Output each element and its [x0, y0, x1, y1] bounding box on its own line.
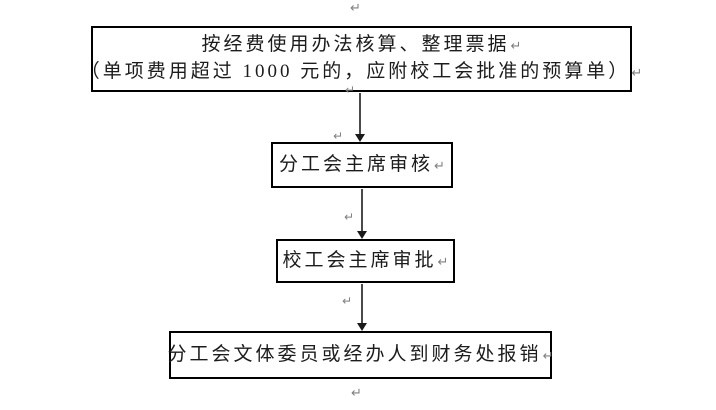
arrow-shaft — [359, 93, 361, 136]
flow-step-text-line2: （单项费用超过 1000 元的，应附校工会批准的预算单） — [80, 61, 631, 82]
paragraph-mark: ↵ — [351, 386, 362, 401]
flow-step-line: 按经费使用办法核算、整理票据↵ — [202, 32, 522, 59]
line-break-mark: ↵ — [437, 254, 449, 270]
arrowhead-down-icon — [357, 323, 367, 331]
flow-step-prepare-receipts[interactable]: 按经费使用办法核算、整理票据↵ （单项费用超过 1000 元的，应附校工会批准的… — [81, 26, 642, 92]
flow-step-text: 分工会主席审核 — [279, 153, 434, 175]
flow-step-branch-union-chair-review[interactable]: 分工会主席审核↵ — [271, 142, 453, 188]
paragraph-mark: ↵ — [333, 129, 344, 143]
paragraph-mark: ↵ — [342, 294, 353, 308]
line-break-mark: ↵ — [510, 39, 522, 54]
line-break-mark: ↵ — [434, 158, 445, 174]
flow-step-text-line1: 按经费使用办法核算、整理票据 — [201, 34, 510, 55]
flow-step-line: （单项费用超过 1000 元的，应附校工会批准的预算单）↵ — [81, 59, 642, 86]
arrowhead-down-icon — [355, 134, 365, 142]
arrowhead-down-icon — [357, 231, 367, 239]
flow-step-text: 校工会主席审批 — [282, 249, 437, 271]
arrow-shaft — [361, 284, 363, 325]
flow-step-reimburse-at-finance-office[interactable]: 分工会文体委员或经办人到财务处报销↵ — [168, 331, 554, 379]
flow-step-university-union-chair-approve[interactable]: 校工会主席审批↵ — [276, 239, 455, 283]
flow-step-text: 分工会文体委员或经办人到财务处报销 — [167, 343, 542, 365]
paragraph-mark: ↵ — [345, 83, 356, 97]
arrow-shaft — [361, 189, 363, 233]
line-break-mark: ↵ — [631, 66, 643, 81]
flow-step-line: 分工会主席审核↵ — [279, 152, 445, 179]
line-break-mark: ↵ — [542, 348, 554, 364]
flow-arrow-1[interactable] — [354, 93, 366, 142]
flow-step-line: 分工会文体委员或经办人到财务处报销↵ — [168, 342, 554, 369]
paragraph-mark: ↵ — [350, 1, 361, 16]
flow-arrow-2[interactable] — [356, 189, 368, 239]
paragraph-mark: ↵ — [344, 210, 355, 224]
flow-step-line: 校工会主席审批↵ — [283, 248, 449, 275]
flow-arrow-3[interactable] — [356, 284, 368, 331]
